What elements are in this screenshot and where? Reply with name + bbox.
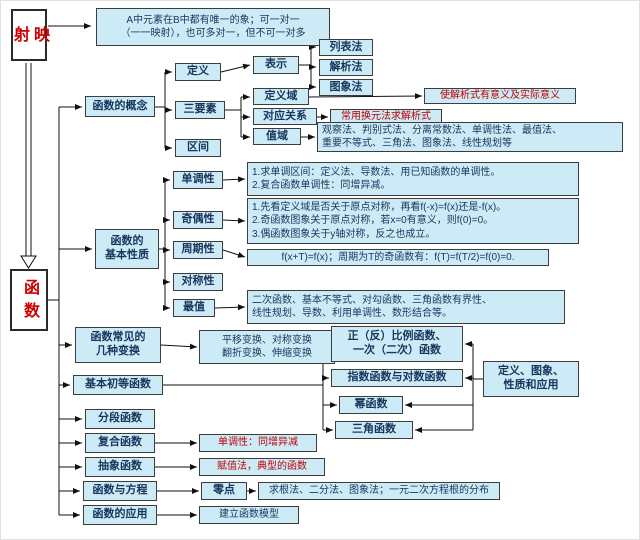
node-graph-method: 图象法 [319, 79, 373, 96]
note-composite: 单调性：同增异减 [199, 434, 317, 452]
node-abstract-function: 抽象函数 [85, 457, 155, 477]
node-symmetry: 对称性 [173, 273, 223, 291]
node-extremum: 最值 [173, 299, 215, 317]
node-proportional-linear-quadratic: 正（反）比例函数、 一次（二次）函数 [331, 326, 463, 362]
note-extremum: 二次函数、基本不等式、对勾函数、三角函数有界性、 线性规划、导数、利用单调性、数… [247, 290, 565, 324]
node-function-concept: 函数的概念 [85, 96, 155, 117]
node-basic-properties: 函数的 基本性质 [95, 229, 159, 269]
note-application: 建立函数模型 [199, 506, 299, 524]
note-periodicity: f(x+T)=f(x)；周期为T的奇函数有：f(T)=f(T/2)=f(0)=0… [247, 249, 549, 266]
note-range: 观察法、判别式法、分离常数法、单调性法、最值法、 重要不等式、三角法、图象法、线… [317, 122, 623, 152]
node-exp-log-functions: 指数函数与对数函数 [331, 369, 463, 387]
node-list-method: 列表法 [319, 39, 373, 56]
node-function-application: 函数的应用 [83, 505, 157, 525]
node-definition: 定义 [175, 63, 221, 81]
node-domain: 定义域 [253, 88, 309, 105]
node-periodicity: 周期性 [173, 241, 223, 259]
note-transforms: 平移变换、对称变换 翻折变换、伸缩变换 [199, 330, 335, 364]
node-composite-function: 复合函数 [85, 433, 155, 453]
node-basic-elementary-functions: 基本初等函数 [73, 375, 163, 395]
node-piecewise-function: 分段函数 [85, 409, 155, 429]
node-range: 值域 [253, 128, 301, 145]
note-parity: 1.先看定义域是否关于原点对称，再看f(-x)=f(x)还是-f(x)。 2.奇… [247, 198, 579, 244]
note-abstract: 赋值法，典型的函数 [199, 458, 325, 476]
node-function-root: 函数 [10, 269, 48, 331]
node-mapping: 映射 [11, 9, 48, 61]
node-representation: 表示 [253, 56, 299, 74]
node-definition-graph-properties: 定义、图象、 性质和应用 [483, 361, 579, 397]
node-trig-function: 三角函数 [335, 421, 413, 439]
node-relation: 对应关系 [253, 108, 317, 125]
note-zero-point: 求根法、二分法、图象法；一元二次方程根的分布 [258, 482, 500, 500]
node-parity: 奇偶性 [173, 211, 223, 229]
node-zero-point: 零点 [201, 482, 247, 500]
node-function-and-equation: 函数与方程 [83, 481, 157, 501]
note-domain: 使解析式有意义及实际意义 [424, 88, 576, 104]
node-power-function: 幂函数 [339, 396, 403, 414]
node-interval: 区间 [175, 139, 221, 157]
node-common-transforms: 函数常见的 几种变换 [75, 327, 161, 363]
note-mapping-definition: A中元素在B中都有唯一的象；可一对一 （一一映射），也可多对一，但不可一对多 [96, 8, 330, 46]
node-monotonicity: 单调性 [173, 171, 223, 189]
note-monotonicity: 1.求单调区间：定义法、导数法、用已知函数的单调性。 2.复合函数单调性：同增异… [247, 162, 579, 196]
node-analytic-method: 解析法 [319, 59, 373, 76]
node-three-elements: 三要素 [175, 101, 225, 119]
